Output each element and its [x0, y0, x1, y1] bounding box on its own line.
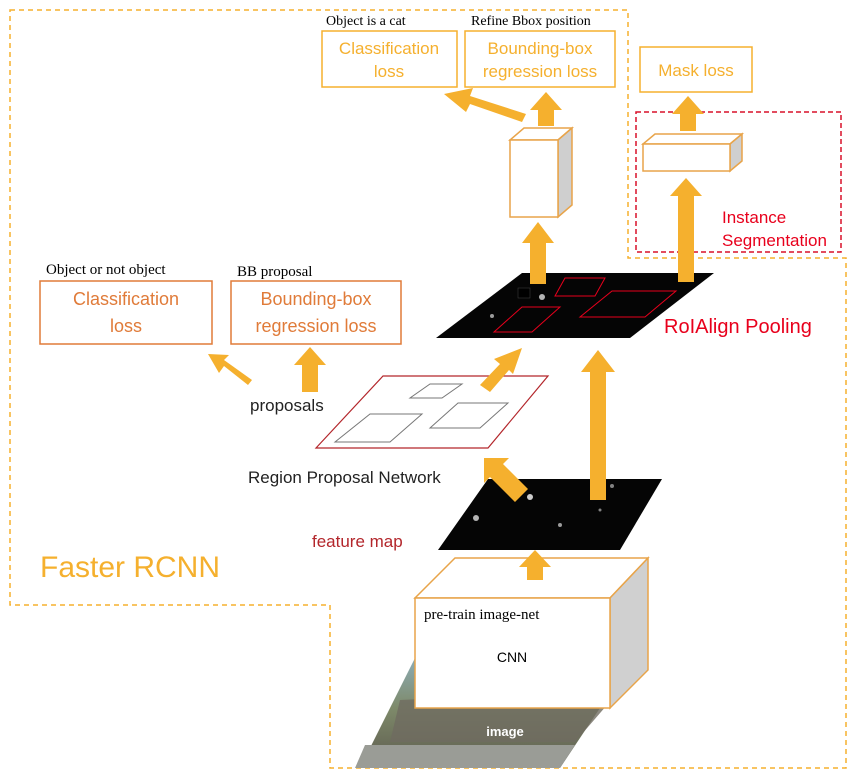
arrow-head-to-classification	[444, 88, 526, 122]
instance-segmentation-region	[635, 111, 842, 253]
arrow-roialign-to-mask-head	[670, 178, 702, 282]
arrow-proposals-to-roialign	[480, 348, 522, 392]
cnn-block: pre-train image-net CNN	[413, 556, 650, 710]
instance-segmentation-label-line1: Instance	[722, 208, 786, 227]
mask-head-block	[640, 132, 745, 173]
rpn-classification-line1: Classification	[73, 289, 179, 309]
proposals-label: proposals	[250, 396, 324, 415]
rpn-bbox-line1: Bounding-box	[260, 289, 371, 309]
arrow-mask-head-to-mask-loss	[672, 96, 704, 131]
arrow-featuremap-to-roialign	[581, 350, 615, 500]
top-bbox-line1: Bounding-box	[488, 39, 593, 58]
rpn-label: Region Proposal Network	[248, 468, 441, 487]
top-classification-caption: Object is a cat	[326, 14, 406, 29]
rpn-classification-line2: loss	[110, 316, 142, 336]
roialign-plane	[436, 273, 714, 338]
instance-segmentation-label-line2: Segmentation	[722, 231, 827, 250]
faster-rcnn-region	[9, 9, 847, 769]
rpn-bbox-line2: regression loss	[255, 316, 376, 336]
head-block	[507, 126, 575, 219]
mask-loss-label: Mask loss	[658, 61, 734, 80]
feature-map-label: feature map	[312, 532, 403, 551]
faster-rcnn-label: Faster RCNN	[40, 551, 220, 584]
rpn-classification-loss: Object or not object Classification loss	[39, 262, 213, 345]
mask-loss: Mask loss	[639, 46, 753, 93]
arrow-featuremap-to-rpn	[484, 458, 528, 502]
rpn-classification-caption: Object or not object	[46, 262, 166, 278]
top-classification-line2: loss	[374, 62, 404, 81]
proposals-plane	[314, 375, 550, 449]
cnn-caption: pre-train image-net	[424, 607, 540, 623]
arrow-head-to-bbox	[530, 92, 562, 126]
feature-map	[438, 479, 662, 550]
cnn-label: CNN	[497, 649, 527, 665]
image-label: image	[486, 724, 524, 739]
roialign-label: RoIAlign Pooling	[664, 316, 812, 338]
arrow-roialign-to-head	[522, 222, 554, 284]
arrow-cnn-to-featuremap	[519, 550, 551, 580]
top-bbox-loss: Refine Bbox position Bounding-box regres…	[464, 14, 616, 88]
arrow-proposals-to-rpn-classification	[208, 354, 252, 385]
rpn-bbox-loss: BB proposal Bounding-box regression loss	[230, 264, 402, 345]
arrow-proposals-to-rpn-bbox	[294, 347, 326, 392]
rpn-bbox-caption: BB proposal	[237, 264, 312, 280]
top-classification-line1: Classification	[339, 39, 439, 58]
top-classification-loss: Object is a cat Classification loss	[321, 14, 458, 88]
top-bbox-caption: Refine Bbox position	[471, 14, 591, 29]
top-bbox-line2: regression loss	[483, 62, 597, 81]
